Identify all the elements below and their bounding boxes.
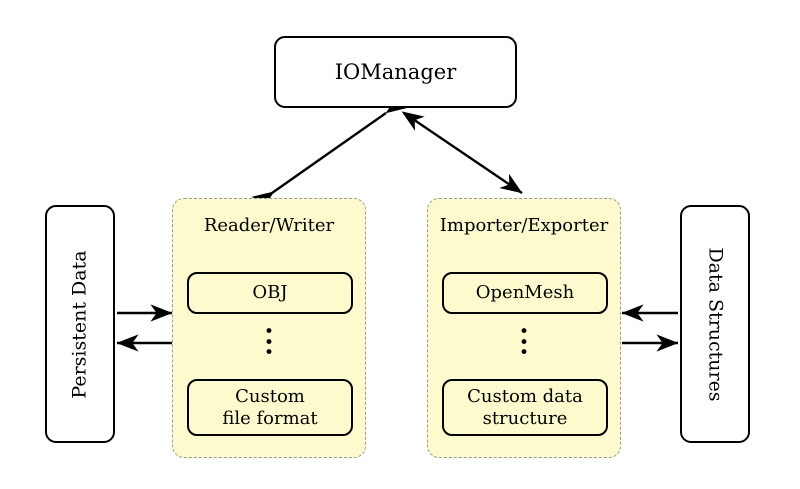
connector-iomanager-reader-writer: [251, 93, 409, 212]
node-data-structures-label: Data Structures: [704, 246, 727, 402]
node-data-structures[interactable]: Data Structures: [680, 205, 750, 443]
ellipsis-importer-exporter: •••: [518, 322, 530, 364]
group-reader-writer[interactable]: Reader/Writer OBJ ••• Custom file format: [172, 198, 366, 458]
item-custom-data-structure-line2: structure: [482, 407, 568, 429]
group-reader-writer-title: Reader/Writer: [203, 215, 335, 236]
connector-iomanager-importer-exporter: [401, 111, 523, 194]
group-importer-exporter-title: Importer/Exporter: [439, 215, 609, 236]
item-obj-label: OBJ: [252, 282, 288, 304]
node-iomanager[interactable]: IOManager: [274, 36, 517, 108]
node-persistent-data-label: Persistent Data: [68, 249, 91, 399]
ellipsis-reader-writer: •••: [263, 322, 275, 364]
item-custom-file-format-line2: file format: [222, 407, 318, 429]
item-obj[interactable]: OBJ: [187, 272, 353, 314]
item-custom-file-format[interactable]: Custom file format: [187, 379, 353, 436]
node-persistent-data[interactable]: Persistent Data: [45, 205, 115, 443]
group-importer-exporter[interactable]: Importer/Exporter OpenMesh ••• Custom da…: [427, 198, 621, 458]
node-iomanager-label: IOManager: [334, 60, 457, 84]
item-openmesh-label: OpenMesh: [475, 282, 575, 304]
item-custom-file-format-line1: Custom: [235, 385, 305, 407]
item-custom-data-structure-label: Custom data structure: [467, 386, 583, 430]
item-custom-data-structure[interactable]: Custom data structure: [442, 379, 608, 436]
item-custom-file-format-label: Custom file format: [222, 386, 317, 430]
item-custom-data-structure-line1: Custom data: [467, 385, 583, 407]
item-openmesh[interactable]: OpenMesh: [442, 272, 608, 314]
